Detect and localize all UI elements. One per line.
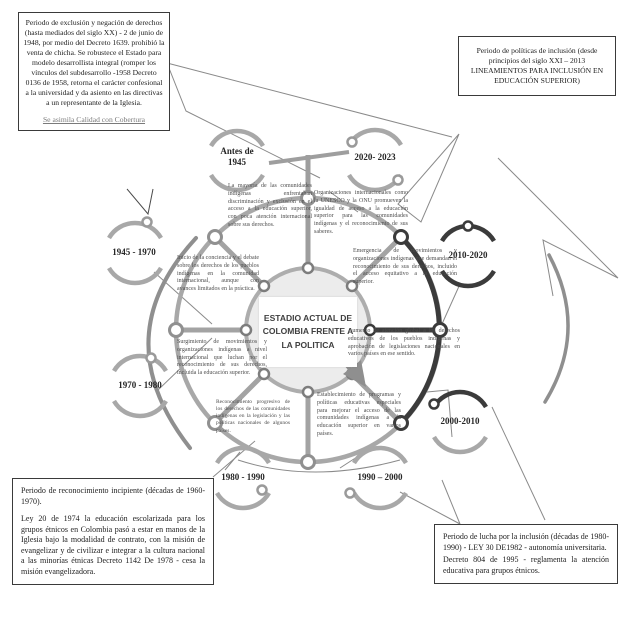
period-label-arcs: [107, 127, 496, 511]
label-1970-1980: 1970 - 1980: [118, 380, 162, 390]
text-1970-1980: Surgimiento de movimientos y organizacio…: [177, 339, 267, 377]
text-antes-1945: La mayoría de las comunidades indígenas …: [228, 183, 312, 228]
label-2010-2020: 2010-2020: [448, 250, 488, 260]
box-exclusion-period: Periodo de exclusión y negación de derec…: [18, 12, 170, 132]
box-inclusion-policies: Periodo de políticas de inclusión (desde…: [458, 36, 616, 97]
text-2000-2010: Aumento de atención global a los derecho…: [348, 328, 460, 358]
text-1990-2000: Establecimiento de programas y políticas…: [317, 392, 401, 437]
satellite-nodes: [141, 136, 474, 499]
topleft-box-tail: [126, 188, 154, 216]
box-inclusion-struggle-p1: Periodo de lucha por la inclusión (décad…: [443, 532, 609, 552]
box-incipient-p1: Periodo de reconocimiento incipiente (dé…: [21, 486, 205, 506]
text-1945-1970: Inicio de la conciencia y el debate sobr…: [177, 255, 259, 293]
text-2010-2020: Emergencia de movimientos y organizacion…: [353, 248, 457, 286]
label-antes-1945: Antes de 1945: [220, 146, 254, 167]
side-brackets: [146, 236, 570, 450]
box-inclusion-policies-text: Periodo de políticas de inclusión (desde…: [470, 46, 604, 86]
center-title: ESTADIO ACTUAL DE COLOMBIA FRENTE A LA P…: [259, 297, 357, 367]
label-1980-1990: 1980 - 1990: [221, 472, 265, 482]
box-exclusion-text: Periodo de exclusión y negación de derec…: [23, 18, 165, 108]
label-2000-2010: 2000-2010: [440, 416, 480, 426]
quality-coverage-link[interactable]: Se asimila Calidad con Cobertura: [42, 115, 146, 125]
box-incipient-p2: Ley 20 de 1974 la educación escolarizada…: [21, 514, 205, 576]
box-incipient-recognition: Periodo de reconocimiento incipiente (dé…: [12, 478, 214, 586]
label-1990-2000: 1990 – 2000: [357, 472, 403, 482]
label-1945-1970: 1945 - 1970: [112, 247, 156, 257]
top-balance-bar: [268, 150, 350, 268]
label-2020-2023: 2020- 2023: [354, 152, 396, 162]
text-1980-1990: Reconocimiento progresivo de los derecho…: [216, 399, 290, 434]
text-2020-2023: Organizaciones internacionales como la U…: [314, 190, 408, 235]
outer-nodes: [168, 190, 448, 470]
box-inclusion-struggle-p2: Decreto 804 de 1995 - reglamenta la aten…: [443, 555, 609, 575]
box-inclusion-struggle: Periodo de lucha por la inclusión (décad…: [434, 524, 618, 585]
